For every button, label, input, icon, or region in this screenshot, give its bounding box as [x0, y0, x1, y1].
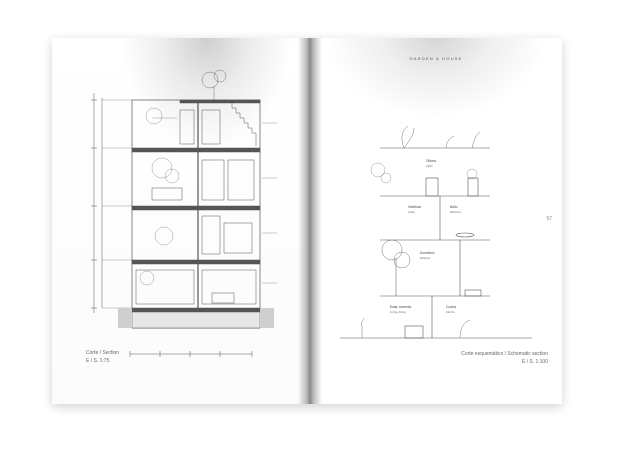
book-gutter-shadow [298, 38, 322, 404]
left-page-gradient [122, 38, 292, 198]
open-book-spread: Corte / Section E / S. 1:75 GARDEN & HOU… [52, 38, 562, 404]
right-page: GARDEN & HOUSE 57 [310, 38, 562, 404]
page-number: 57 [546, 216, 552, 222]
right-caption-title: Corte esquemático / Schematic section [461, 351, 548, 357]
room-label-living-dining: Estar, comedor [390, 305, 412, 309]
running-head: GARDEN & HOUSE [409, 56, 463, 61]
room-label-office-translation: Office [426, 165, 434, 168]
room-label-lobby-translation: Lobby [407, 211, 416, 214]
right-caption-scale: E / S. 1:100 [521, 359, 548, 365]
left-page: Corte / Section E / S. 1:75 [52, 38, 310, 404]
schematic-section-drawing: Oficina Office Vestíbulo Lobby Baño Bath… [340, 125, 532, 339]
room-label-lobby: Vestíbulo [408, 205, 421, 209]
architectural-section-drawing [91, 69, 277, 357]
room-label-bedroom: Dormitorio [420, 251, 435, 255]
left-caption-scale: E / S. 1:75 [86, 358, 110, 364]
room-label-office: Oficina [426, 159, 436, 163]
room-label-kitchen-translation: Kitchen [445, 311, 455, 314]
left-caption-title: Corte / Section [86, 350, 120, 356]
room-label-bathroom-translation: Bathroom [450, 211, 461, 214]
room-label-living-dining-translation: Living, dining [389, 311, 406, 314]
room-label-bathroom: Baño [450, 205, 458, 209]
room-label-bedroom-translation: Bedroom [420, 257, 430, 260]
room-label-kitchen: Cocina [446, 305, 456, 309]
